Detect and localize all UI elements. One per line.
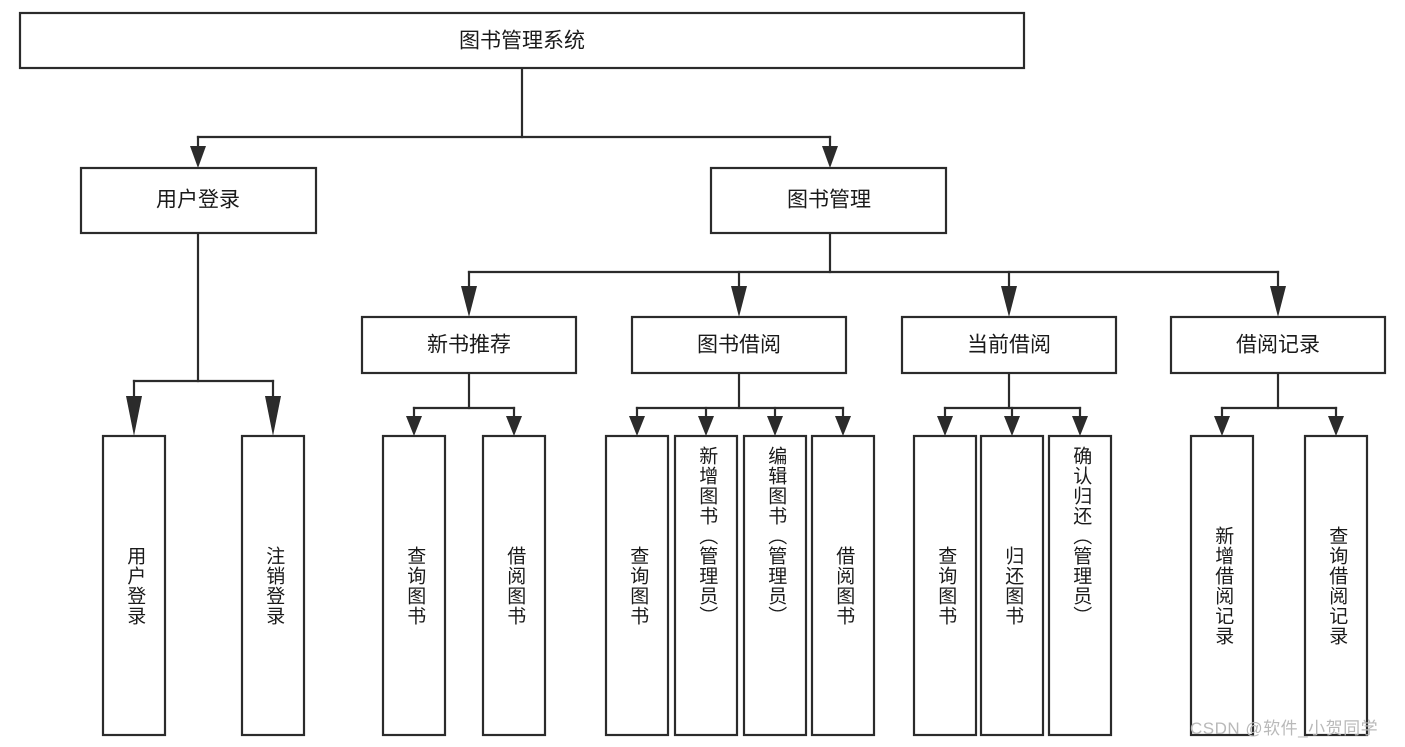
arrow-head-leaf-return-book (1004, 416, 1020, 436)
node-leaf-edit-book-box[interactable] (742, 434, 808, 737)
node-leaf-add-record-box[interactable] (1189, 434, 1255, 737)
node-book-manage-box[interactable] (709, 166, 948, 235)
node-root[interactable]: 图书管理系统 (18, 11, 1026, 70)
node-borrow-record-label: 借阅记录 (1236, 334, 1320, 357)
node-leaf-user-login-box[interactable] (101, 434, 167, 737)
arrow-head-book-borrow (731, 286, 747, 317)
leaf-nodes-group (101, 434, 1369, 737)
node-book-manage[interactable]: 图书管理 (709, 166, 948, 235)
node-leaf-user-logout-box[interactable] (240, 434, 306, 737)
node-new-book-recommend-label: 新书推荐 (427, 334, 511, 357)
arrow-head-leaf-add-record (1214, 416, 1230, 436)
node-leaf-confirm-return-box[interactable] (1047, 434, 1113, 737)
node-leaf-add-book-box[interactable] (673, 434, 739, 737)
connector-group-borrow-record (1214, 371, 1344, 436)
watermark: CSDN @软件_小贺同学 (1190, 719, 1379, 738)
arrow-head-leaf-query-book-3 (937, 416, 953, 436)
arrow-head-leaf-add-book (698, 416, 714, 436)
arrow-head-leaf-borrow-book-1 (506, 416, 522, 436)
node-new-book-recommend[interactable]: 新书推荐 (360, 315, 578, 375)
arrow-head-leaf-confirm-return (1072, 416, 1088, 436)
node-leaf-borrow-book-1-box[interactable] (481, 434, 547, 737)
arrow-head-borrow-record (1270, 286, 1286, 317)
arrow-head-leaf-query-book-1 (406, 416, 422, 436)
arrow-head-leaf-borrow-book-2 (835, 416, 851, 436)
node-book-borrow-box[interactable] (630, 315, 848, 375)
arrow-head-leaf-user-logout (265, 396, 281, 436)
node-user-login[interactable]: 用户登录 (79, 166, 318, 235)
node-current-borrow-label: 当前借阅 (967, 334, 1051, 357)
arrow-head-leaf-user-login (126, 396, 142, 436)
arrow-head-new-book-recommend (461, 286, 477, 317)
node-current-borrow[interactable]: 当前借阅 (900, 315, 1118, 375)
node-leaf-query-book-1-box[interactable] (381, 434, 447, 737)
node-leaf-return-book-box[interactable] (979, 434, 1045, 737)
node-leaf-query-book-2-box[interactable] (604, 434, 670, 737)
arrow-head-user-login (190, 146, 206, 168)
connector-group-book-borrow (629, 371, 851, 436)
node-user-login-label: 用户登录 (156, 189, 240, 212)
connector-group-book-manage (461, 231, 1286, 317)
node-user-login-box[interactable] (79, 166, 318, 235)
node-leaf-query-record-box[interactable] (1303, 434, 1369, 737)
node-book-manage-label: 图书管理 (787, 189, 871, 212)
connector-group-new-book-recommend (406, 371, 522, 436)
arrow-head-leaf-query-record (1328, 416, 1344, 436)
node-root-label: 图书管理系统 (459, 30, 585, 53)
node-leaf-borrow-book-2-box[interactable] (810, 434, 876, 737)
node-borrow-record[interactable]: 借阅记录 (1169, 315, 1387, 375)
connector-group-root (190, 66, 838, 168)
arrow-head-book-manage (822, 146, 838, 168)
node-root-box[interactable] (18, 11, 1026, 70)
connector-group-current-borrow (937, 371, 1088, 436)
arrow-head-leaf-edit-book (767, 416, 783, 436)
node-leaf-query-book-3-box[interactable] (912, 434, 978, 737)
node-current-borrow-box[interactable] (900, 315, 1118, 375)
node-new-book-recommend-box[interactable] (360, 315, 578, 375)
arrow-head-current-borrow (1001, 286, 1017, 317)
node-book-borrow[interactable]: 图书借阅 (630, 315, 848, 375)
arrow-head-leaf-query-book-2 (629, 416, 645, 436)
node-borrow-record-box[interactable] (1169, 315, 1387, 375)
connector-group-user-login (126, 231, 281, 436)
node-book-borrow-label: 图书借阅 (697, 334, 781, 357)
